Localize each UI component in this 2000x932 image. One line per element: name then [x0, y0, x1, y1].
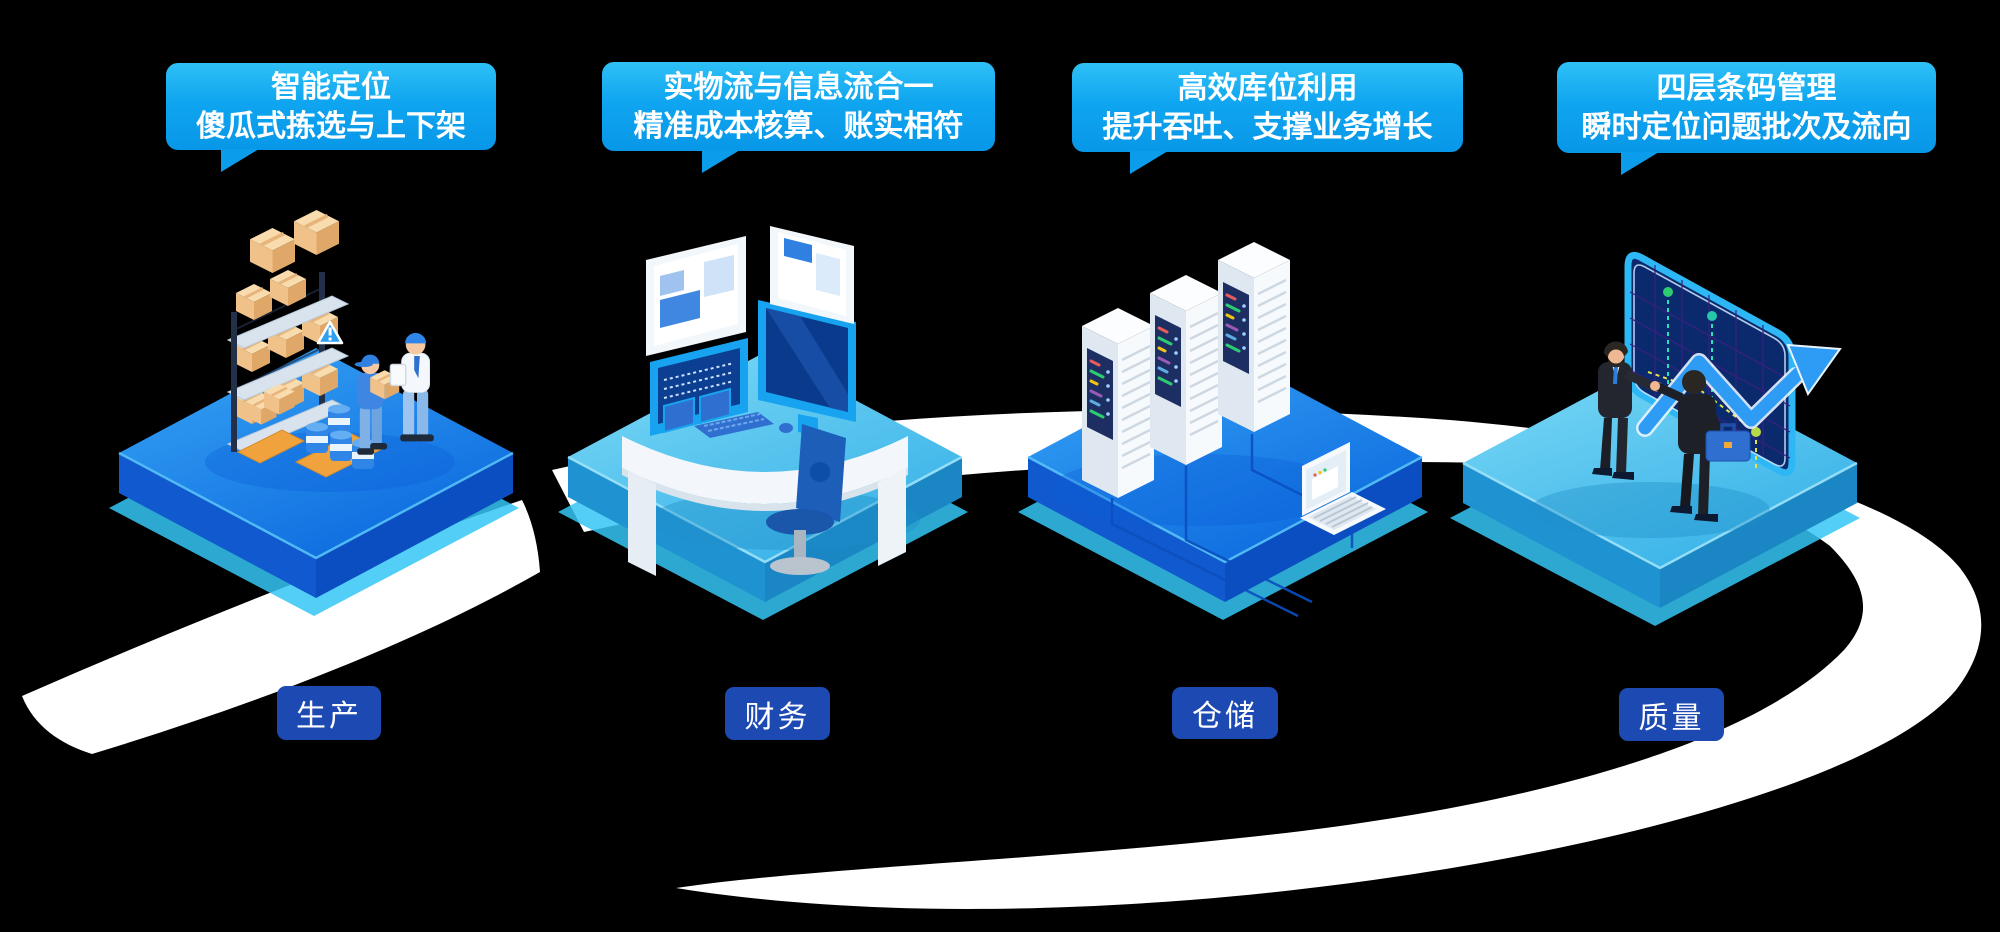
laptop-icon: [1300, 442, 1386, 535]
monitor-right: [770, 226, 854, 324]
quality-illustration: [1530, 251, 1842, 538]
warehouse-illustration: [205, 208, 455, 492]
bubble-tail: [1621, 152, 1659, 175]
control-desk-illustration: [622, 226, 920, 576]
bubble-quality-line1: 四层条码管理: [1656, 71, 1837, 105]
briefcase-icon: [1705, 423, 1751, 462]
mouse-icon: [779, 423, 793, 433]
monitor-center: [758, 300, 856, 436]
server-racks-illustration: [1050, 240, 1386, 618]
supervisor-figure: [389, 332, 434, 442]
platform-quality: [1450, 251, 1860, 626]
warning-icon: [316, 320, 344, 345]
office-chair: [766, 424, 846, 575]
bubble-production-line2: 傻瓜式拣选与上下架: [196, 109, 466, 143]
businessman-figure: [1592, 341, 1663, 480]
label-quality: 质量: [1619, 688, 1724, 741]
bubble-finance-line1: 实物流与信息流合一: [663, 70, 934, 104]
bubble-tail: [221, 149, 259, 172]
bubble-warehouse-line2: 提升吞吐、支撑业务增长: [1102, 110, 1433, 144]
label-finance: 财务: [725, 687, 830, 740]
monitor-lower-left: [650, 338, 748, 436]
bubble-tail: [1130, 151, 1168, 174]
platform-finance: [558, 226, 968, 620]
bubble-warehouse-line1: 高效库位利用: [1177, 71, 1358, 105]
monitor-left: [646, 236, 746, 356]
businessman-briefcase-figure: [1650, 370, 1751, 522]
bubble-warehouse: 高效库位利用 提升吞吐、支撑业务增长: [1072, 63, 1463, 174]
platform-production: [109, 208, 519, 616]
keyboard-icon: [694, 412, 793, 438]
worker-figure: [354, 354, 401, 455]
bubble-production-line1: 智能定位: [271, 70, 391, 104]
swoosh-main-ring: [552, 410, 1982, 909]
label-warehouse: 仓储: [1172, 687, 1278, 739]
bubble-quality: 四层条码管理 瞬时定位问题批次及流向: [1557, 62, 1936, 175]
label-production: 生产: [277, 686, 381, 740]
bubble-quality-line2: 瞬时定位问题批次及流向: [1581, 110, 1912, 144]
bubble-finance-line2: 精准成本核算、账实相符: [633, 109, 964, 143]
bubble-tail: [702, 150, 740, 173]
platform-warehouse: [1018, 240, 1428, 620]
pallet-crates: [236, 382, 306, 464]
bubble-finance: 实物流与信息流合一 精准成本核算、账实相符: [602, 62, 995, 173]
bubble-production: 智能定位 傻瓜式拣选与上下架: [166, 63, 496, 172]
